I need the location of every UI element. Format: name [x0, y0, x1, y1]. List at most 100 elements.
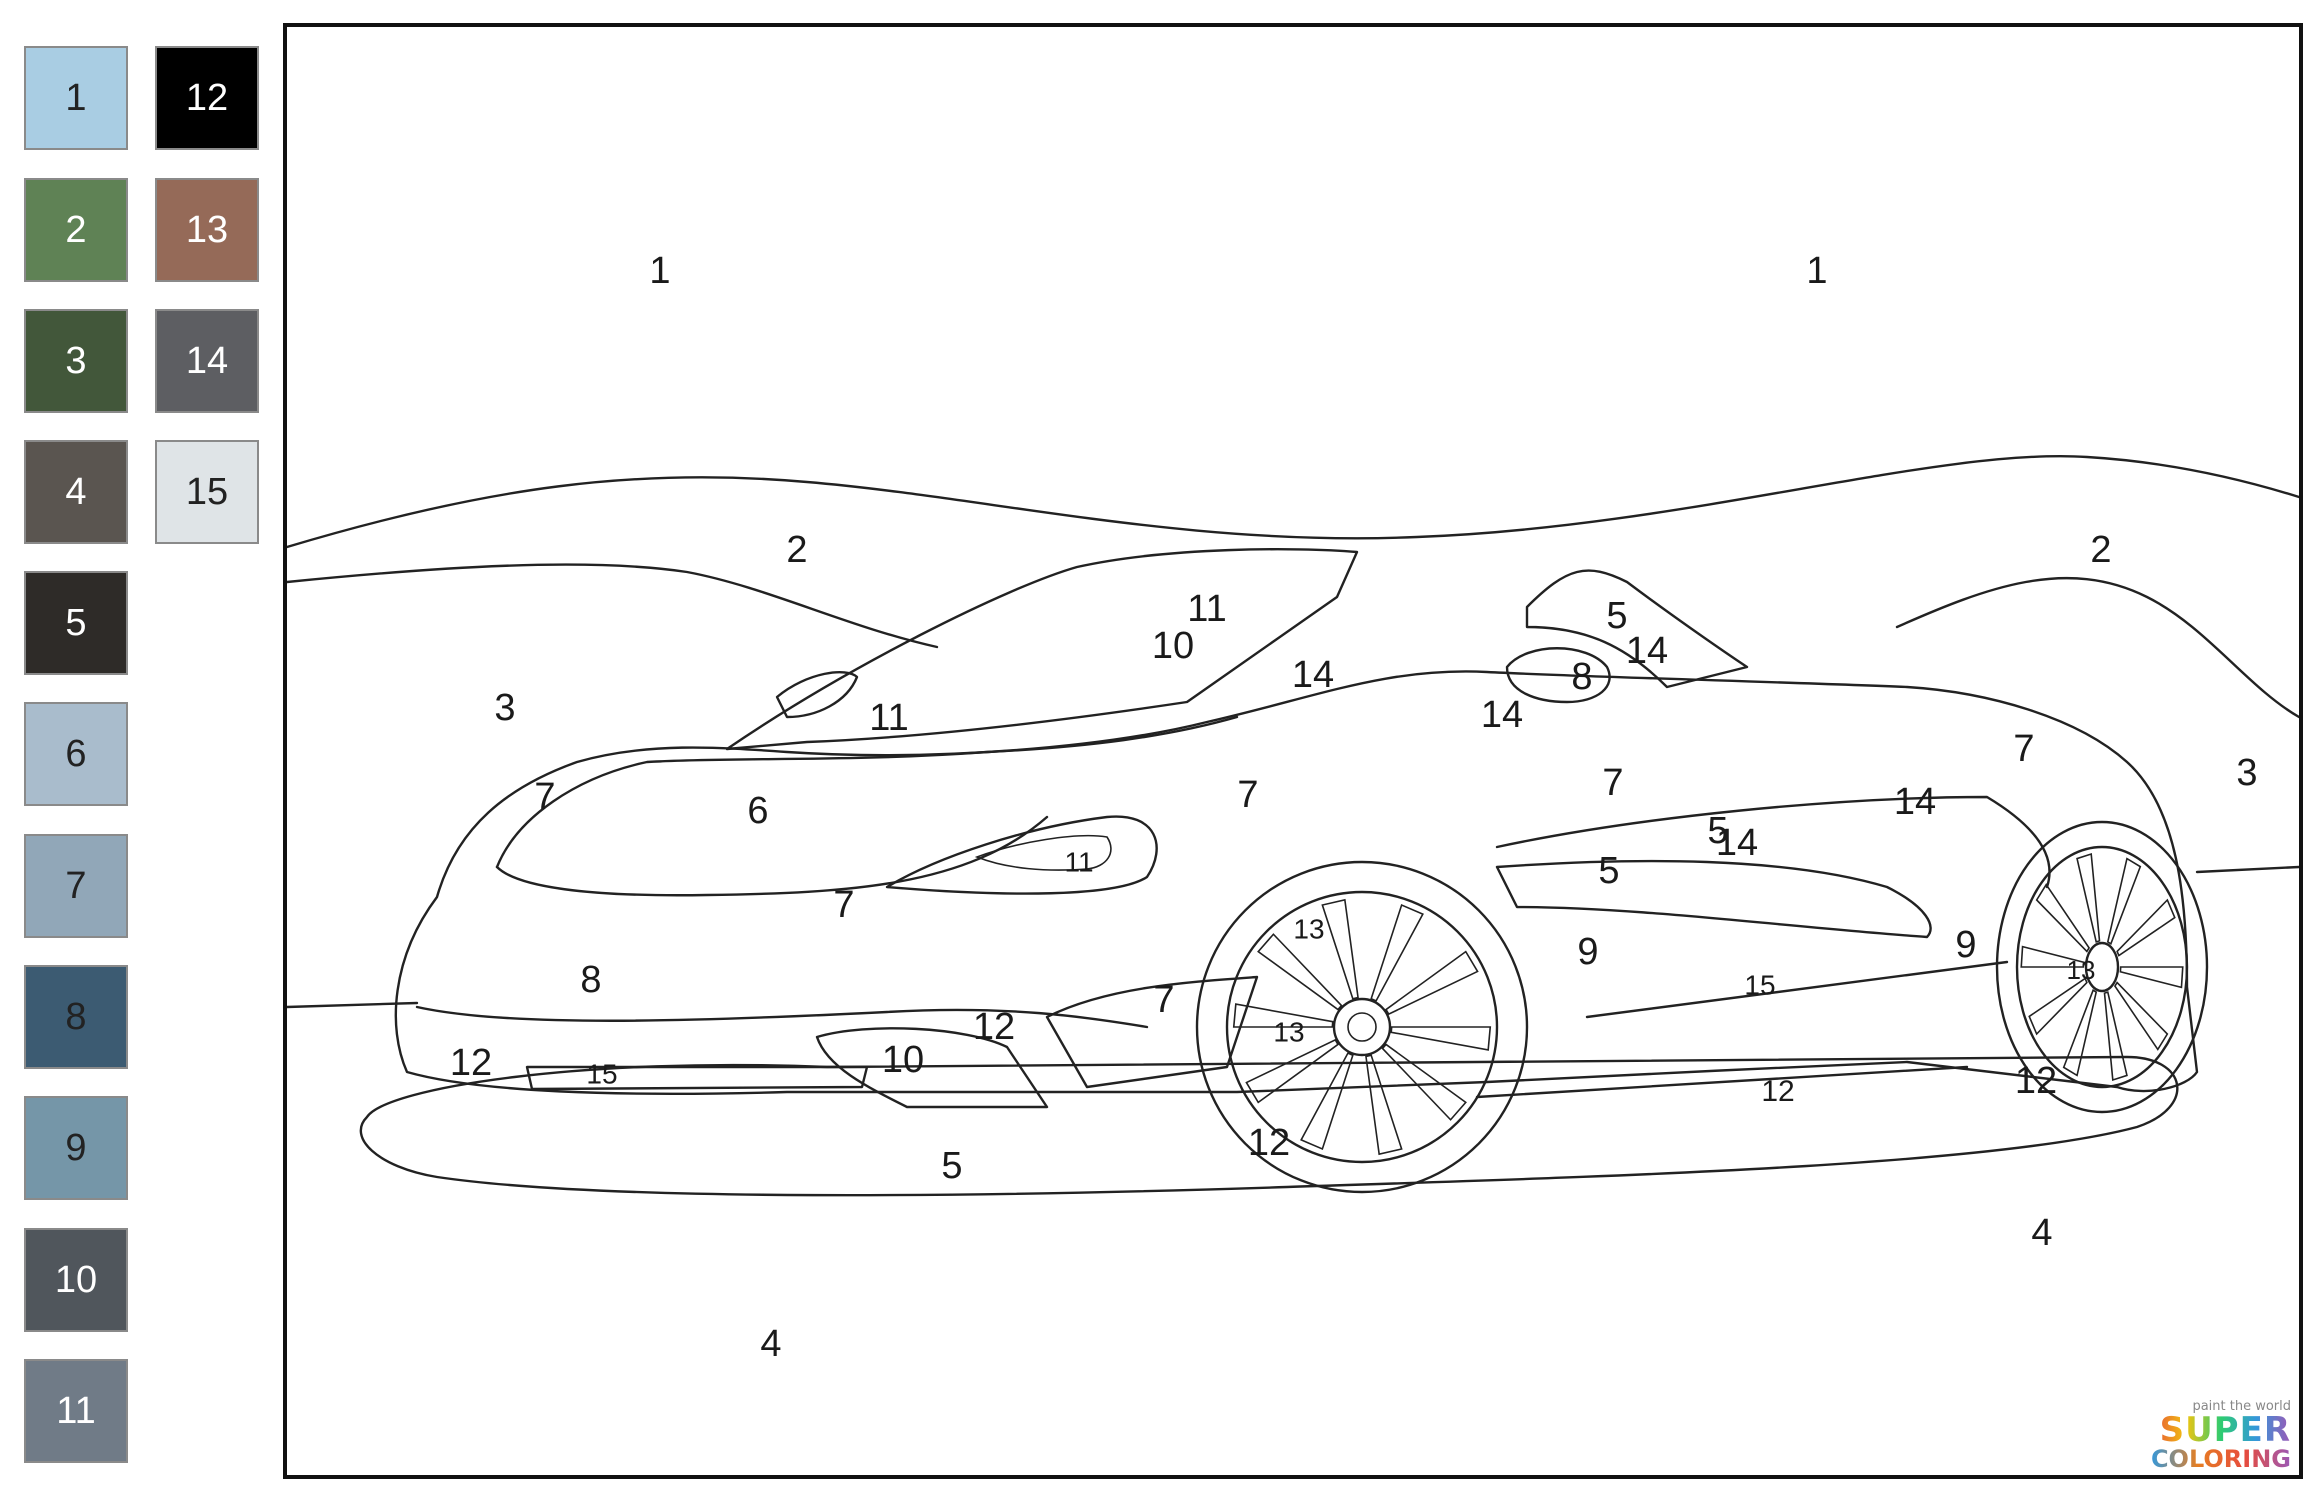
wheel-spoke: [2035, 883, 2091, 953]
wheel-spoke: [2103, 991, 2128, 1082]
region-label[interactable]: 7: [833, 884, 854, 926]
region-label[interactable]: 7: [1153, 979, 1174, 1021]
region-label[interactable]: 10: [882, 1039, 924, 1081]
region-label[interactable]: 5: [1598, 850, 1619, 892]
swatch-4[interactable]: 4: [24, 440, 128, 544]
swatch-1[interactable]: 1: [24, 46, 128, 150]
swatch-13[interactable]: 13: [155, 178, 259, 282]
cabin-roll-hoop: [1525, 569, 1749, 689]
region-label[interactable]: 4: [2031, 1212, 2052, 1254]
headlight: [885, 815, 1158, 895]
front-bumper: [415, 1005, 1149, 1029]
region-label[interactable]: 12: [1248, 1122, 1290, 1164]
ground-horizon-right: [2195, 865, 2299, 874]
swatch-3[interactable]: 3: [24, 309, 128, 413]
rear-wheel-rim: [2015, 845, 2189, 1089]
region-label[interactable]: 14: [1292, 654, 1334, 696]
region-label[interactable]: 8: [580, 959, 601, 1001]
region-label[interactable]: 14: [1626, 630, 1668, 672]
super-coloring-logo: paint the world SUPER COLORING: [2151, 1400, 2291, 1471]
region-label[interactable]: 7: [1602, 762, 1623, 804]
wheel-spoke: [1390, 1026, 1492, 1051]
region-label[interactable]: 13: [1273, 1016, 1304, 1047]
region-label[interactable]: 11: [1064, 846, 1093, 877]
swatch-5[interactable]: 5: [24, 571, 128, 675]
hill-front-line: [287, 563, 939, 649]
rear-wheel-hub: [2084, 941, 2120, 993]
wheel-spoke: [2076, 852, 2101, 943]
swatch-2[interactable]: 2: [24, 178, 128, 282]
region-label[interactable]: 2: [2090, 529, 2111, 571]
region-label[interactable]: 5: [1707, 810, 1728, 852]
wheel-spoke: [2020, 945, 2085, 968]
region-label[interactable]: 7: [2013, 728, 2034, 770]
side-skirt: [1585, 960, 2009, 1019]
wheel-spoke: [1232, 1003, 1334, 1028]
swatch-11[interactable]: 11: [24, 1359, 128, 1463]
swatch-8[interactable]: 8: [24, 965, 128, 1069]
logo-line2: COLORING: [2150, 1445, 2291, 1473]
region-label[interactable]: 12: [450, 1042, 492, 1084]
region-label[interactable]: 11: [869, 697, 908, 739]
car-body-outline: [394, 670, 2199, 1095]
wheel-spoke: [1257, 933, 1343, 1011]
region-label[interactable]: 9: [1955, 924, 1976, 966]
hill-back-line: [287, 454, 2299, 549]
side-mirror: [1505, 647, 1611, 704]
hill-right-line: [1895, 576, 2299, 719]
region-label[interactable]: 7: [534, 776, 555, 818]
region-label[interactable]: 12: [2015, 1060, 2057, 1102]
region-label[interactable]: 14: [1894, 781, 1936, 823]
swatch-9[interactable]: 9: [24, 1096, 128, 1200]
wheel-spoke: [1370, 903, 1424, 1002]
region-label[interactable]: 11: [1187, 588, 1226, 630]
front-wheel-tire: [1195, 860, 1529, 1194]
region-label[interactable]: 1: [1806, 250, 1827, 292]
region-label[interactable]: 1: [649, 250, 670, 292]
windshield: [725, 548, 1359, 751]
region-label[interactable]: 12: [1761, 1075, 1794, 1108]
front-wheel-hub: [1332, 997, 1392, 1057]
rear-wheel-tire: [1995, 820, 2209, 1114]
region-label[interactable]: 13: [2067, 955, 2096, 985]
region-label[interactable]: 15: [586, 1058, 617, 1089]
region-label[interactable]: 9: [1577, 931, 1598, 973]
region-label[interactable]: 3: [2236, 752, 2257, 794]
region-label[interactable]: 5: [941, 1145, 962, 1187]
region-label[interactable]: 2: [786, 529, 807, 571]
region-label[interactable]: 14: [1716, 822, 1758, 864]
front-wheel-rim: [1225, 890, 1499, 1164]
region-label[interactable]: 15: [1744, 969, 1775, 1000]
region-label[interactable]: 4: [760, 1323, 781, 1365]
wheel-spoke: [2116, 898, 2176, 957]
region-label[interactable]: 5: [1606, 595, 1627, 637]
left-mirror: [775, 670, 859, 719]
swatch-7[interactable]: 7: [24, 834, 128, 938]
front-wheel-hub-inner: [1347, 1012, 1377, 1042]
headlight-inner: [974, 834, 1112, 871]
region-label[interactable]: 8: [1571, 656, 1592, 698]
wheel-spoke: [1321, 898, 1359, 1000]
region-label[interactable]: 10: [1152, 625, 1194, 667]
region-label[interactable]: 3: [494, 687, 515, 729]
wheel-spoke: [2106, 857, 2142, 945]
region-label[interactable]: 7: [1237, 774, 1258, 816]
wheel-spoke: [1365, 1054, 1403, 1156]
swatch-12[interactable]: 12: [155, 46, 259, 150]
swatch-6[interactable]: 6: [24, 702, 128, 806]
lower-sill: [1475, 1065, 1969, 1099]
region-label[interactable]: 14: [1481, 694, 1523, 736]
wheel-spoke: [2119, 966, 2184, 989]
swatch-14[interactable]: 14: [155, 309, 259, 413]
front-grille: [525, 1065, 869, 1091]
region-label[interactable]: 6: [747, 790, 768, 832]
region-label[interactable]: 12: [973, 1006, 1015, 1048]
region-label[interactable]: 13: [1293, 913, 1324, 944]
swatch-10[interactable]: 10: [24, 1228, 128, 1332]
hood-line: [495, 715, 1239, 869]
swatch-15[interactable]: 15: [155, 440, 259, 544]
